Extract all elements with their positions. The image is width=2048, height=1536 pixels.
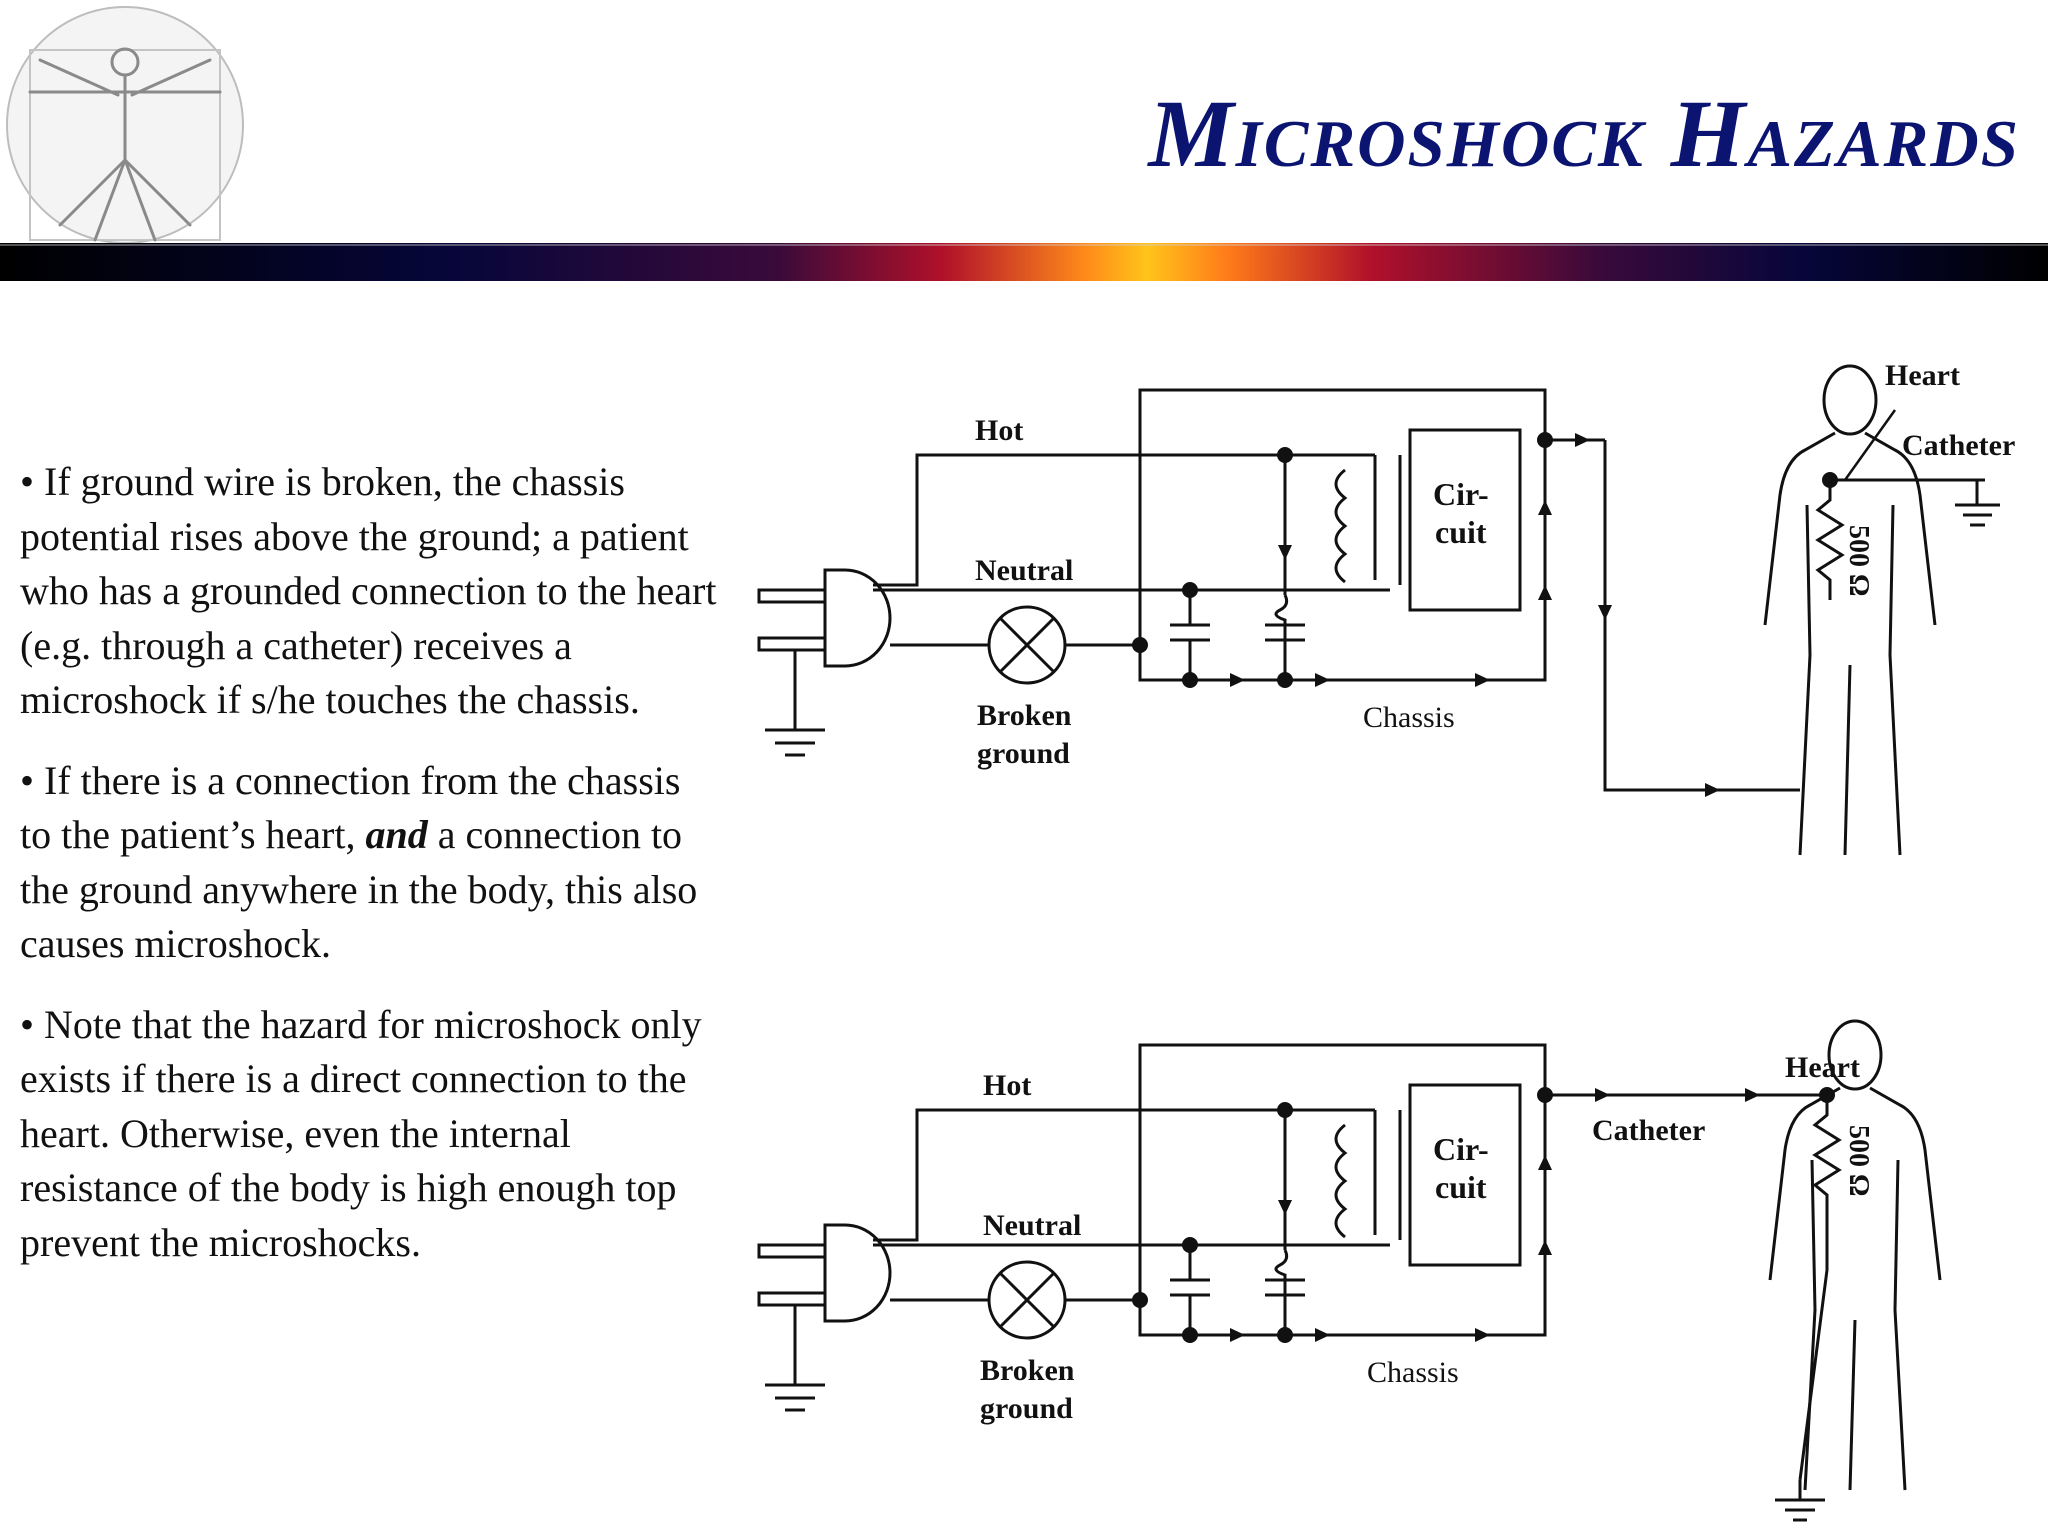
banner-highlight	[0, 244, 2048, 246]
plug-icon	[823, 1223, 892, 1323]
plug-prong	[757, 636, 827, 652]
heart-label: Heart	[1785, 1051, 1860, 1084]
catheter-label: Catheter	[1592, 1114, 1705, 1147]
broken-label: Broken	[980, 1354, 1075, 1387]
circuit-box	[1408, 1083, 1522, 1267]
bullet-text: • If there is a connection from the chas…	[20, 757, 681, 858]
ground-label: ground	[980, 1392, 1073, 1425]
circuit-label: Cir-	[1433, 1131, 1489, 1167]
circuit-label: cuit	[1435, 1169, 1487, 1205]
neutral-label: Neutral	[975, 554, 1073, 587]
broken-label: Broken	[977, 699, 1072, 732]
circuit-label: Cir-	[1433, 476, 1489, 512]
resistance-label: 500 Ω	[1843, 525, 1874, 596]
circuit-box	[1408, 428, 1522, 612]
plug-icon	[823, 568, 892, 668]
microshock-diagram-catheter-ground: Hot Neutral Broken ground Cir- cuit Chas…	[757, 1019, 1942, 1522]
emphasis-text: and	[365, 812, 428, 857]
title-banner-gradient	[0, 243, 2048, 281]
bullet-list: • If ground wire is broken, the chassis …	[20, 455, 720, 1296]
bullet-item: • Note that the hazard for microshock on…	[20, 1001, 702, 1265]
heart-label: Heart	[1885, 359, 1960, 392]
chassis-label: Chassis	[1363, 701, 1455, 734]
patient-figure-icon	[1763, 364, 1937, 856]
hot-label: Hot	[983, 1069, 1031, 1102]
bullet-item: • If there is a connection from the chas…	[20, 754, 720, 972]
ground-label: ground	[977, 737, 1070, 770]
microshock-diagram-chassis-touch: Hot Neutral Broken ground Cir- cuit Chas…	[757, 359, 2015, 856]
patient-figure-icon	[1768, 1019, 1942, 1491]
vitruvian-man-logo	[6, 6, 244, 244]
neutral-label: Neutral	[983, 1209, 1081, 1242]
chassis-label: Chassis	[1367, 1356, 1459, 1389]
plug-prong	[757, 588, 827, 604]
catheter-label: Catheter	[1902, 429, 2015, 462]
page-title: Microshock Hazards	[1148, 80, 2020, 187]
hot-label: Hot	[975, 414, 1023, 447]
resistance-label: 500 Ω	[1843, 1125, 1874, 1196]
circuit-label: cuit	[1435, 514, 1487, 550]
bullet-text: a connection to the ground anywhere in t…	[20, 812, 698, 966]
bullet-item: • If ground wire is broken, the chassis …	[20, 459, 717, 722]
